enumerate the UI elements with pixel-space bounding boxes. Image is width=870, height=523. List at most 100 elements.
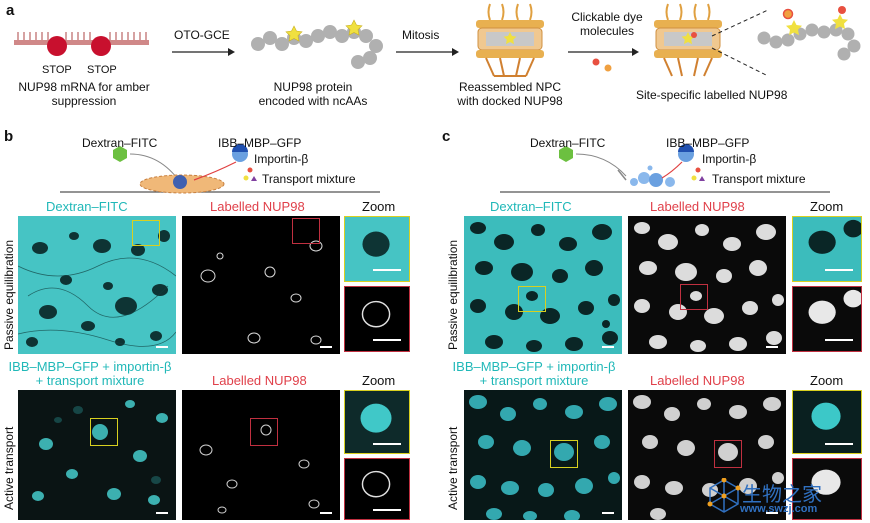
caption-mrna-line1: NUP98 mRNA for amber	[18, 80, 150, 94]
b-active-scalebar	[156, 512, 168, 514]
c-row2-col3-header: Zoom	[810, 373, 844, 388]
protein-chain-graphic	[248, 14, 388, 76]
b-dextran-label: Dextran–FITC	[82, 136, 158, 150]
watermark-url: www.swzj.com	[740, 503, 818, 515]
b-row2-col2-header: Labelled NUP98	[212, 373, 307, 388]
b-zoom-scalebar-1	[373, 269, 401, 271]
b-passive-nup98-image	[182, 216, 340, 354]
b-active-nup98-image	[182, 390, 340, 520]
b-row1-label: Passive equilibration	[2, 239, 16, 350]
b-active-gfp-image	[18, 390, 176, 520]
b-passive-zoom-nup98	[344, 286, 410, 352]
b-nup98-scalebar	[320, 346, 332, 348]
watermark-logo-icon	[706, 477, 742, 514]
c-row1-label: Passive equilibration	[446, 239, 460, 350]
c-row2-col1-line2: + transport mixture	[479, 373, 589, 388]
c-active-nup98-image	[628, 390, 786, 520]
arrow-label-oto-gce: OTO-GCE	[174, 28, 230, 42]
c-scalebar	[602, 346, 614, 348]
b-passive-dextran-image	[18, 216, 176, 354]
c-active-zoom-gfp	[792, 390, 862, 454]
panel-c-schematic	[500, 132, 830, 196]
caption-npc-line1: Reassembled NPC	[458, 80, 562, 94]
c-passive-zoom-dextran	[792, 216, 862, 282]
b-row2-col1-header: IBB–MBP–GFP + importin-β + transport mix…	[0, 360, 180, 388]
panel-b-schematic	[60, 132, 380, 196]
c-active-nup98-roi-box	[714, 440, 742, 468]
b-zoom-scalebar-2	[373, 339, 401, 341]
panel-a-letter: a	[6, 2, 15, 19]
c-active-zoom-nup98	[792, 458, 862, 520]
c-zoom-scalebar-2	[825, 339, 853, 341]
c-row2-col1-header: IBB–MBP–GFP + importin-β + transport mix…	[444, 360, 624, 388]
b-active-zoom-scalebar-1	[373, 443, 401, 445]
caption-npc: Reassembled NPC with docked NUP98	[430, 80, 590, 108]
arrow-label-dye: Clickable dye molecules	[552, 10, 662, 38]
caption-protein-line2: encoded with ncAAs	[258, 94, 368, 108]
b-row2-col3-header: Zoom	[362, 373, 396, 388]
b-active-zoom-nup98	[344, 458, 410, 520]
b-row2-col1-line1: IBB–MBP–GFP + importin-β	[8, 359, 172, 374]
b-active-zoom-gfp	[344, 390, 410, 454]
b-scalebar	[156, 346, 168, 348]
caption-mrna: NUP98 mRNA for amber suppression	[4, 80, 164, 108]
c-col2-header: Labelled NUP98	[650, 199, 745, 214]
caption-npc-line2: with docked NUP98	[457, 94, 563, 108]
panel-c-letter: c	[442, 128, 451, 145]
c-dextran-label: Dextran–FITC	[530, 136, 606, 150]
caption-labelled: Site-specific labelled NUP98	[636, 88, 788, 102]
arrow-label-dye-line2: molecules	[579, 24, 635, 38]
b-row2-col1-line2: + transport mixture	[35, 373, 145, 388]
watermark-text: 生物之家	[742, 482, 822, 506]
c-transport-label: Transport mixture	[712, 172, 806, 186]
npc-docked-graphic	[470, 2, 550, 78]
b-active-zoom-scalebar-2	[373, 509, 401, 511]
c-nup98-scalebar	[766, 346, 778, 348]
stop-label-1: STOP	[42, 64, 72, 76]
c-col1-header: Dextran–FITC	[490, 199, 572, 214]
b-active-roi-box	[90, 418, 118, 446]
b-active-nup98-scalebar	[320, 512, 332, 514]
mrna-strand-graphic	[14, 28, 149, 62]
c-passive-dextran-image	[464, 216, 622, 354]
b-col2-header: Labelled NUP98	[210, 199, 305, 214]
caption-mrna-line2: suppression	[51, 94, 117, 108]
b-passive-nup98-roi-box	[292, 218, 320, 244]
b-transport-label: Transport mixture	[262, 172, 356, 186]
stop-label-2: STOP	[87, 64, 117, 76]
b-row2-label: Active transport	[2, 426, 16, 510]
c-passive-nup98-image	[628, 216, 786, 354]
arrow-1-icon	[172, 44, 236, 56]
c-active-nup98-scalebar	[766, 512, 778, 514]
c-active-roi-box	[550, 440, 578, 468]
c-active-scalebar	[602, 512, 614, 514]
c-passive-zoom-nup98	[792, 286, 862, 352]
b-col1-header: Dextran–FITC	[46, 199, 128, 214]
b-active-nup98-roi-box	[250, 418, 278, 446]
panel-b-letter: b	[4, 128, 14, 145]
b-passive-roi-box	[132, 220, 160, 246]
c-active-zoom-scalebar-1	[825, 443, 853, 445]
arrow-3-icon	[568, 44, 640, 56]
b-col3-header: Zoom	[362, 199, 396, 214]
arrow-label-mitosis: Mitosis	[402, 28, 440, 42]
arrow-label-dye-line1: Clickable dye	[571, 10, 643, 24]
c-passive-nup98-roi-box	[680, 284, 708, 310]
c-importin-label: Importin-β	[702, 152, 757, 166]
c-row2-col2-header: Labelled NUP98	[650, 373, 745, 388]
c-active-gfp-image	[464, 390, 622, 520]
c-zoom-scalebar-1	[825, 269, 853, 271]
c-passive-roi-box	[518, 286, 546, 312]
c-row2-col1-line1: IBB–MBP–GFP + importin-β	[452, 359, 616, 374]
b-passive-zoom-dextran	[344, 216, 410, 282]
c-row2-label: Active transport	[446, 426, 460, 510]
zoom-dashed-lines	[710, 8, 770, 78]
npc-labelled-graphic	[648, 2, 728, 78]
b-ibb-label: IBB–MBP–GFP	[218, 136, 302, 150]
b-importin-label: Importin-β	[254, 152, 309, 166]
arrow-2-icon	[396, 44, 460, 56]
caption-protein-line1: NUP98 protein	[273, 80, 353, 94]
dye-molecules-icon	[588, 56, 618, 76]
labelled-protein-chain-graphic	[754, 6, 866, 68]
caption-protein: NUP98 protein encoded with ncAAs	[228, 80, 398, 108]
